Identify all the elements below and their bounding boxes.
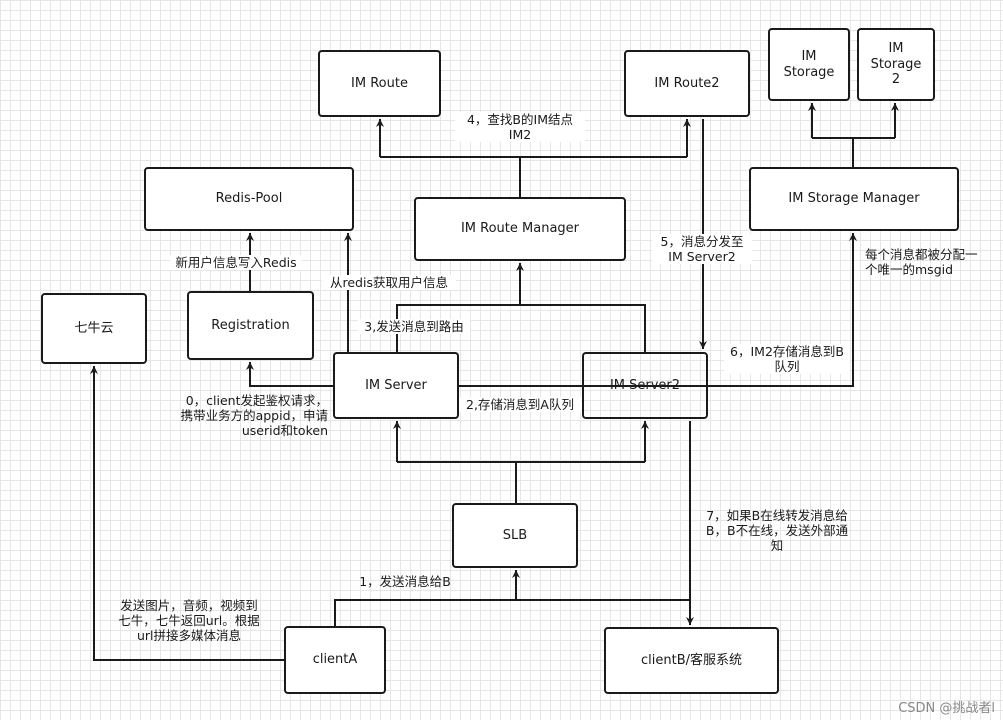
csdn-watermark: CSDN @挑战者l [898, 701, 995, 716]
registration-node: Registration [187, 291, 314, 360]
write-redis-label: 新用户信息写入Redis [170, 255, 302, 270]
im-route2-node: IM Route2 [624, 50, 750, 117]
im-route-node: IM Route [318, 50, 441, 117]
im-storage-node: IM Storage [768, 28, 850, 101]
slb-node: SLB [452, 503, 578, 568]
im-route-manager-node: IM Route Manager [414, 197, 626, 261]
step1-label: 1，发送消息给B [359, 574, 451, 589]
redis-pool-node: Redis-Pool [144, 167, 354, 231]
im-storage2-node: IM Storage 2 [857, 28, 935, 101]
read-redis-label: 从redis获取用户信息 [322, 275, 456, 290]
im-storage-manager-node: IM Storage Manager [749, 167, 959, 231]
step7-label: 7，如果B在线转发消息给 B，B不在线，发送外部通 知 [705, 508, 849, 553]
clienta-node: clientA [284, 626, 386, 694]
step3-label: 3,发送消息到路由 [358, 319, 470, 334]
step4-label: 4，查找B的IM结点 IM2 [455, 112, 585, 142]
media-label: 发送图片，音频，视频到 七牛，七牛返回url。根据 url拼接多媒体消息 [118, 598, 260, 643]
storage-line [458, 233, 857, 387]
arrow-imserver-to-registration [246, 362, 333, 387]
step0-label: 0，client发起鉴权请求， 携带业务方的appid，申请 userid和to… [180, 393, 328, 438]
msgid-label: 每个消息都被分配一 个唯一的msgid [865, 247, 978, 277]
clientb-node: clientB/客服系统 [604, 627, 779, 694]
arrow-clienta-to-qiniu [90, 366, 284, 661]
qiniu-cloud-node: 七牛云 [41, 293, 147, 364]
im-server2-node: IM Server2 [582, 352, 708, 419]
step2-label: 2,存储消息到A队列 [459, 397, 581, 412]
im-server-node: IM Server [333, 352, 459, 419]
step5-label: 5，消息分发至 IM Server2 [652, 234, 752, 264]
clienta-bus [334, 599, 690, 626]
step6-label: 6，IM2存储消息到B 队列 [724, 344, 850, 374]
